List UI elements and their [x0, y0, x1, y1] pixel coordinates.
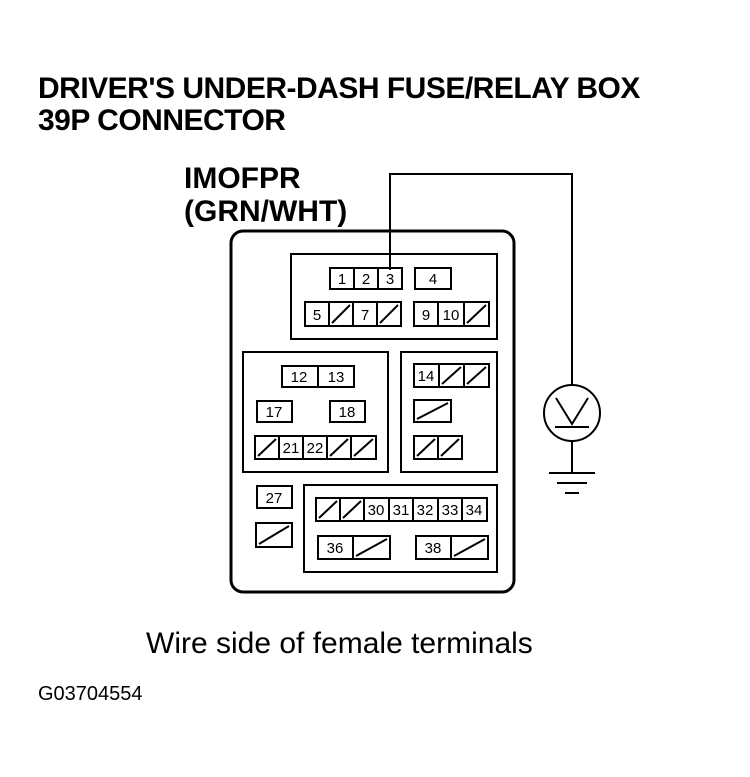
blank-terminal-23 [329, 438, 349, 457]
blank-terminal-24 [353, 438, 374, 457]
blank-terminal-20 [257, 438, 277, 457]
blank-terminal-6 [331, 304, 351, 324]
blank-terminal-19-box [413, 399, 452, 423]
terminal-30: 30 [368, 502, 385, 519]
terminal-33: 33 [442, 502, 459, 519]
terminal-1: 1 [338, 271, 346, 288]
terminal-group-top [290, 253, 498, 340]
terminal-13: 13 [328, 369, 345, 386]
terminal-2: 2 [362, 271, 370, 288]
wire-color-label: (GRN/WHT) [184, 195, 348, 228]
terminal-4-box [414, 267, 452, 290]
ground-icon [549, 472, 595, 494]
terminal-block-9-11 [413, 301, 490, 327]
terminal-38: 38 [425, 540, 442, 557]
terminal-3: 3 [386, 271, 394, 288]
terminal-block-20-24 [254, 435, 377, 460]
terminal-group-right [400, 351, 498, 473]
blank-terminal-28 [318, 500, 338, 519]
terminal-9: 9 [422, 307, 430, 324]
blank-terminal-19 [416, 402, 449, 420]
terminal-group-bottom [303, 484, 498, 573]
terminal-17-box [256, 400, 293, 423]
terminal-18-box [329, 400, 366, 423]
blank-terminal-15 [441, 366, 462, 385]
terminal-31: 31 [393, 502, 410, 519]
terminal-group-left [242, 351, 389, 473]
terminal-21: 21 [283, 440, 300, 457]
terminal-5: 5 [313, 307, 321, 324]
terminal-12: 12 [291, 369, 308, 386]
diagram-title-line1: DRIVER'S UNDER-DASH FUSE/RELAY BOX [38, 72, 640, 105]
blank-terminal-25 [416, 438, 436, 457]
terminal-22: 22 [307, 440, 324, 457]
terminal-27-box [256, 485, 293, 509]
terminal-27: 27 [266, 490, 283, 507]
probe-wire [389, 173, 573, 385]
diagram-title-line2: 39P CONNECTOR [38, 104, 286, 137]
voltmeter-icon [543, 384, 601, 442]
figure-code: G03704554 [38, 683, 143, 705]
blank-terminal-29 [342, 500, 362, 519]
terminal-7: 7 [361, 307, 369, 324]
terminal-17: 17 [266, 404, 283, 421]
connector-housing [229, 229, 516, 594]
terminal-34: 34 [466, 502, 483, 519]
blank-terminal-16 [466, 366, 487, 385]
blank-terminal-11 [466, 304, 487, 324]
terminal-32: 32 [417, 502, 434, 519]
blank-terminal-39 [453, 538, 486, 557]
diagram-caption: Wire side of female terminals [146, 627, 533, 660]
terminal-4: 4 [429, 271, 437, 288]
wire-name-label: IMOFPR [184, 162, 301, 195]
terminal-36: 36 [327, 540, 344, 557]
terminal-block-28-34 [315, 497, 488, 522]
blank-terminal-35-box [255, 522, 293, 548]
terminal-block-1-3 [329, 267, 403, 290]
terminal-18: 18 [339, 404, 356, 421]
blank-terminal-8 [379, 304, 399, 324]
blank-terminal-26 [440, 438, 460, 457]
terminal-14: 14 [418, 368, 435, 385]
terminal-10: 10 [443, 307, 460, 324]
blank-terminal-35 [258, 525, 290, 545]
blank-terminal-37 [355, 538, 388, 557]
terminal-block-14-16 [413, 363, 490, 388]
